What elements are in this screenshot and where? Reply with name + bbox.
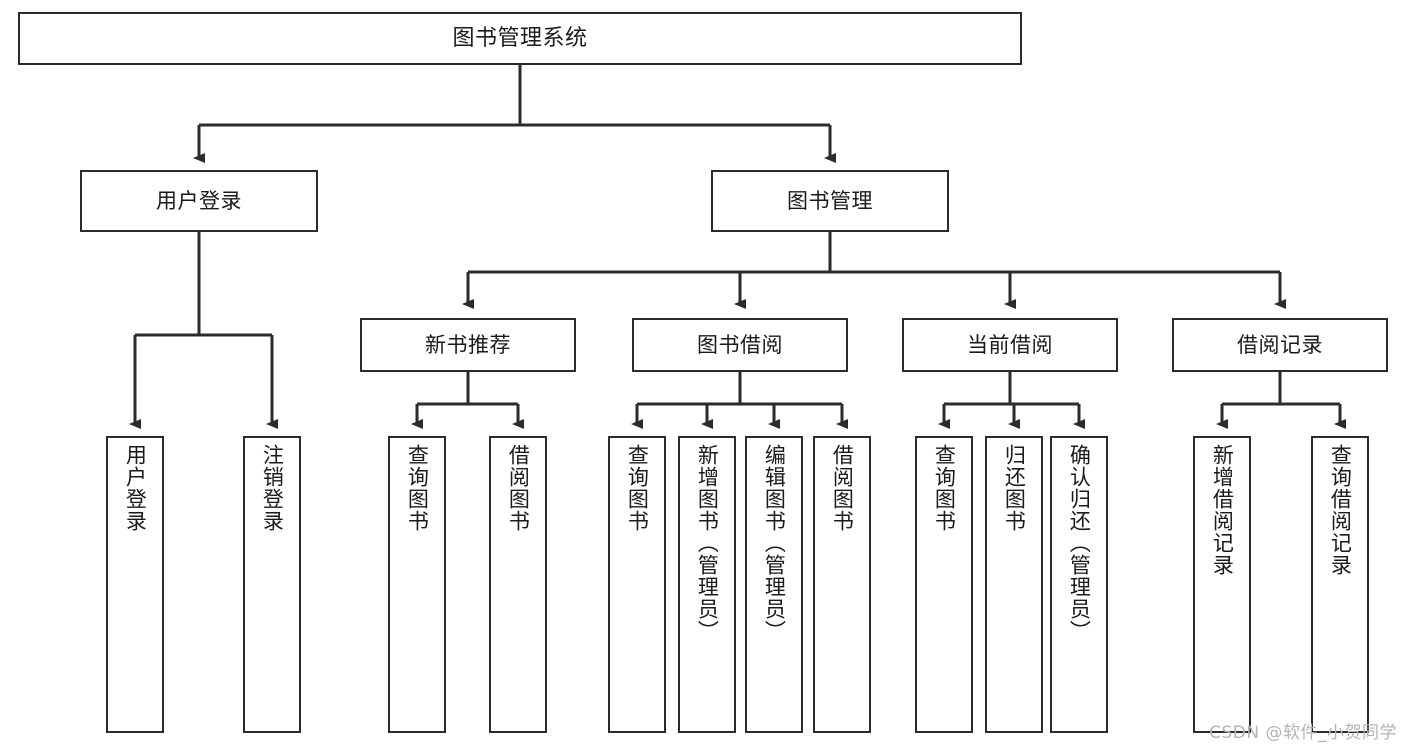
node-label: 借阅记录 (1237, 332, 1323, 357)
node-label: 查询图书 (625, 444, 650, 532)
node-borrow-record[interactable]: 借阅记录 (1172, 318, 1388, 372)
node-label: 确认归还（管理员） (1067, 444, 1092, 642)
node-label: 借阅图书 (506, 444, 531, 532)
node-label: 图书管理 (787, 188, 873, 213)
node-label: 图书借阅 (697, 332, 783, 357)
watermark-text: CSDN @软件_小贺同学 (1209, 723, 1397, 743)
node-book-borrow[interactable]: 图书借阅 (632, 318, 848, 372)
leaf-logout[interactable]: 注销登录 (243, 436, 301, 733)
node-label: 借阅图书 (830, 444, 855, 532)
node-label: 编辑图书（管理员） (762, 444, 787, 642)
node-label: 用户登录 (123, 444, 148, 532)
node-label: 用户登录 (156, 188, 242, 213)
leaf-add-book-admin[interactable]: 新增图书（管理员） (678, 436, 736, 733)
node-label: 新增借阅记录 (1210, 444, 1235, 576)
node-label: 当前借阅 (967, 332, 1053, 357)
node-root-book-management-system[interactable]: 图书管理系统 (18, 12, 1022, 65)
leaf-query-book-borrow[interactable]: 查询图书 (608, 436, 666, 733)
leaf-add-borrow-record[interactable]: 新增借阅记录 (1193, 436, 1251, 733)
node-label: 查询图书 (405, 444, 430, 532)
leaf-query-borrow-record[interactable]: 查询借阅记录 (1311, 436, 1369, 733)
node-label: 查询借阅记录 (1328, 444, 1353, 576)
node-label: 注销登录 (260, 444, 285, 532)
leaf-borrow-book-recommend[interactable]: 借阅图书 (489, 436, 547, 733)
node-current-borrow[interactable]: 当前借阅 (902, 318, 1118, 372)
leaf-user-login[interactable]: 用户登录 (106, 436, 164, 733)
leaf-query-book-recommend[interactable]: 查询图书 (388, 436, 446, 733)
leaf-return-book[interactable]: 归还图书 (985, 436, 1043, 733)
leaf-edit-book-admin[interactable]: 编辑图书（管理员） (745, 436, 803, 733)
node-user-login[interactable]: 用户登录 (80, 170, 318, 232)
node-label: 查询图书 (932, 444, 957, 532)
leaf-query-book-current[interactable]: 查询图书 (915, 436, 973, 733)
node-new-book-recommend[interactable]: 新书推荐 (360, 318, 576, 372)
leaf-confirm-return-admin[interactable]: 确认归还（管理员） (1050, 436, 1108, 733)
node-label: 新书推荐 (425, 332, 511, 357)
node-label: 图书管理系统 (452, 25, 588, 51)
node-label: 新增图书（管理员） (695, 444, 720, 642)
node-label: 归还图书 (1002, 444, 1027, 532)
node-book-management[interactable]: 图书管理 (711, 170, 949, 232)
leaf-borrow-book[interactable]: 借阅图书 (813, 436, 871, 733)
